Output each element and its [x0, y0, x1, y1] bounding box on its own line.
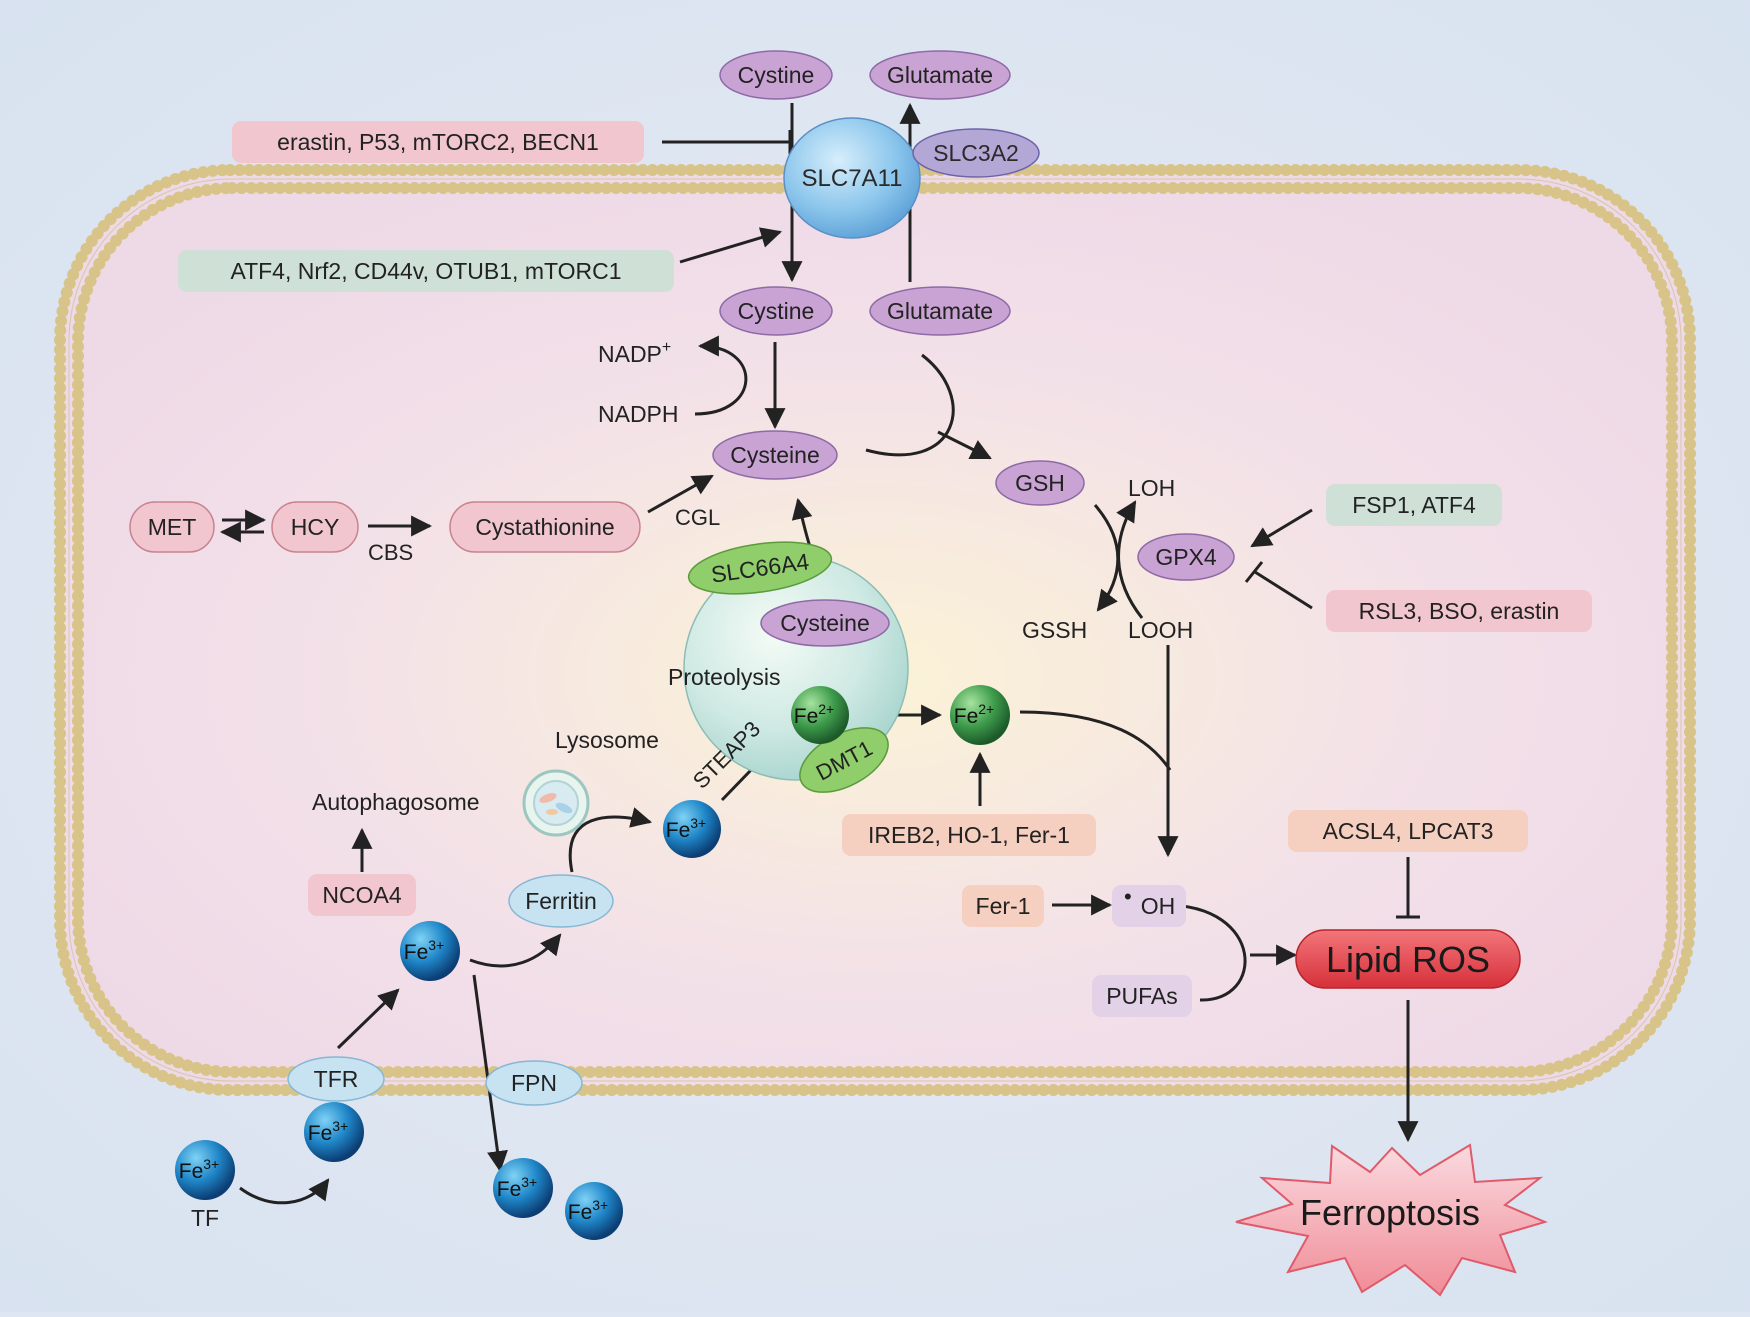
- acsl4-label: ACSL4, LPCAT3: [1323, 818, 1494, 844]
- svg-text:Fe3+: Fe3+: [404, 937, 444, 964]
- svg-text:Fe3+: Fe3+: [568, 1197, 608, 1224]
- glutamate-outside: Glutamate: [869, 50, 1011, 100]
- lysosome-cysteine: Cysteine: [760, 599, 890, 647]
- hydroxyl-radical-box: • OH: [1112, 884, 1186, 927]
- hcy-label: HCY: [291, 514, 340, 540]
- ferric-ion-exported-1: Fe3+: [493, 1158, 553, 1218]
- ferroptosis-label: Ferroptosis: [1300, 1192, 1480, 1233]
- tf-label: TF: [191, 1205, 219, 1231]
- cysteine-node: Cysteine: [712, 430, 838, 480]
- ferroptosis-burst: Ferroptosis: [1235, 1143, 1548, 1297]
- ferritin-node: Ferritin: [508, 874, 614, 928]
- svg-text:Fe3+: Fe3+: [666, 815, 706, 842]
- oh-label: OH: [1141, 893, 1176, 919]
- met-label: MET: [148, 514, 197, 540]
- cystathionine-node: Cystathionine: [449, 501, 641, 553]
- ferric-ion-exported-2: Fe3+: [565, 1182, 623, 1240]
- svg-text:Fe2+: Fe2+: [954, 701, 994, 728]
- gpx4-activators: FSP1, ATF4: [1326, 484, 1502, 526]
- slc7a11-inhibitors: erastin, P53, mTORC2, BECN1: [232, 121, 644, 163]
- gpx4-inhibitors: RSL3, BSO, erastin: [1326, 590, 1592, 632]
- slc3a2-label: SLC3A2: [933, 140, 1019, 166]
- oh-dot: •: [1124, 884, 1132, 909]
- tfr-label: TFR: [314, 1066, 359, 1092]
- cystine-inside-label: Cystine: [738, 298, 815, 324]
- autophagosome-label: Autophagosome: [312, 789, 480, 815]
- met-node: MET: [129, 501, 215, 553]
- lipid-ros-node: Lipid ROS: [1295, 929, 1521, 989]
- lysosome-label: Lysosome: [555, 727, 659, 753]
- glutamate-outside-label: Glutamate: [887, 62, 993, 88]
- acsl4-box: ACSL4, LPCAT3: [1288, 810, 1528, 852]
- slc7a11-label: SLC7A11: [802, 165, 903, 192]
- gpx4-inhibitors-label: RSL3, BSO, erastin: [1359, 598, 1560, 624]
- nadph-label: NADPH: [598, 401, 679, 427]
- cbs-label: CBS: [368, 540, 413, 565]
- cystine-outside-label: Cystine: [738, 62, 815, 88]
- lipid-ros-label: Lipid ROS: [1326, 939, 1490, 980]
- cgl-label: CGL: [675, 505, 720, 530]
- slc7a11-activators: ATF4, Nrf2, CD44v, OTUB1, mTORC1: [178, 250, 674, 292]
- gsh-label: GSH: [1015, 470, 1065, 496]
- glutamate-inside-label: Glutamate: [887, 298, 993, 324]
- iron-regulators: IREB2, HO-1, Fer-1: [842, 814, 1096, 856]
- ferritin-label: Ferritin: [525, 888, 597, 914]
- glutamate-inside: Glutamate: [869, 286, 1011, 336]
- pufas-label: PUFAs: [1106, 983, 1178, 1009]
- slc7a11-activators-label: ATF4, Nrf2, CD44v, OTUB1, mTORC1: [230, 258, 621, 284]
- ferric-ion-tf: Fe3+: [175, 1140, 235, 1200]
- proteolysis-label: Proteolysis: [668, 664, 780, 690]
- loh-label: LOH: [1128, 475, 1175, 501]
- ncoa4-label: NCOA4: [322, 882, 401, 908]
- gpx4-label: GPX4: [1155, 544, 1217, 570]
- fer1-label: Fer-1: [976, 893, 1031, 919]
- hcy-node: HCY: [271, 501, 359, 553]
- pufas-box: PUFAs: [1092, 975, 1192, 1017]
- svg-text:Fe3+: Fe3+: [308, 1118, 348, 1145]
- svg-text:Fe3+: Fe3+: [497, 1174, 537, 1201]
- ferric-ion-cytosol: Fe3+: [400, 921, 460, 981]
- slc3a2-transporter: SLC3A2: [912, 128, 1040, 178]
- lysosome-cysteine-label: Cysteine: [780, 610, 869, 636]
- slc66a4-transporter: SLC66A4: [687, 541, 833, 595]
- slc7a11-transporter: SLC7A11: [783, 117, 921, 239]
- gpx4-activators-label: FSP1, ATF4: [1352, 492, 1476, 518]
- gpx4-node: GPX4: [1137, 533, 1235, 581]
- ncoa4-box: NCOA4: [308, 874, 416, 916]
- looh-label: LOOH: [1128, 617, 1193, 643]
- slc7a11-inhibitors-label: erastin, P53, mTORC2, BECN1: [277, 129, 599, 155]
- gssh-label: GSSH: [1022, 617, 1087, 643]
- cystine-outside: Cystine: [719, 50, 833, 100]
- fpn-label: FPN: [511, 1070, 557, 1096]
- tfr-receptor: TFR: [287, 1056, 385, 1102]
- gsh-node: GSH: [995, 460, 1085, 506]
- cystine-inside: Cystine: [719, 286, 833, 336]
- ferric-ion-tfr: Fe3+: [304, 1102, 364, 1162]
- ferrous-ion-lysosome: Fe2+: [791, 686, 849, 744]
- fer1-box: Fer-1: [962, 885, 1044, 927]
- cysteine-label: Cysteine: [730, 442, 819, 468]
- svg-text:Fe3+: Fe3+: [179, 1156, 219, 1183]
- svg-text:Fe2+: Fe2+: [794, 701, 834, 728]
- cystathionine-label: Cystathionine: [475, 514, 614, 540]
- fpn-transporter: FPN: [485, 1060, 583, 1106]
- ferric-ion-lysosome: Fe3+: [663, 800, 721, 858]
- ferrous-ion-cytosol: Fe2+: [950, 685, 1010, 745]
- nadp-label: NADP+: [598, 339, 671, 367]
- iron-regulators-label: IREB2, HO-1, Fer-1: [868, 822, 1070, 848]
- autophagosome-icon: [522, 769, 590, 837]
